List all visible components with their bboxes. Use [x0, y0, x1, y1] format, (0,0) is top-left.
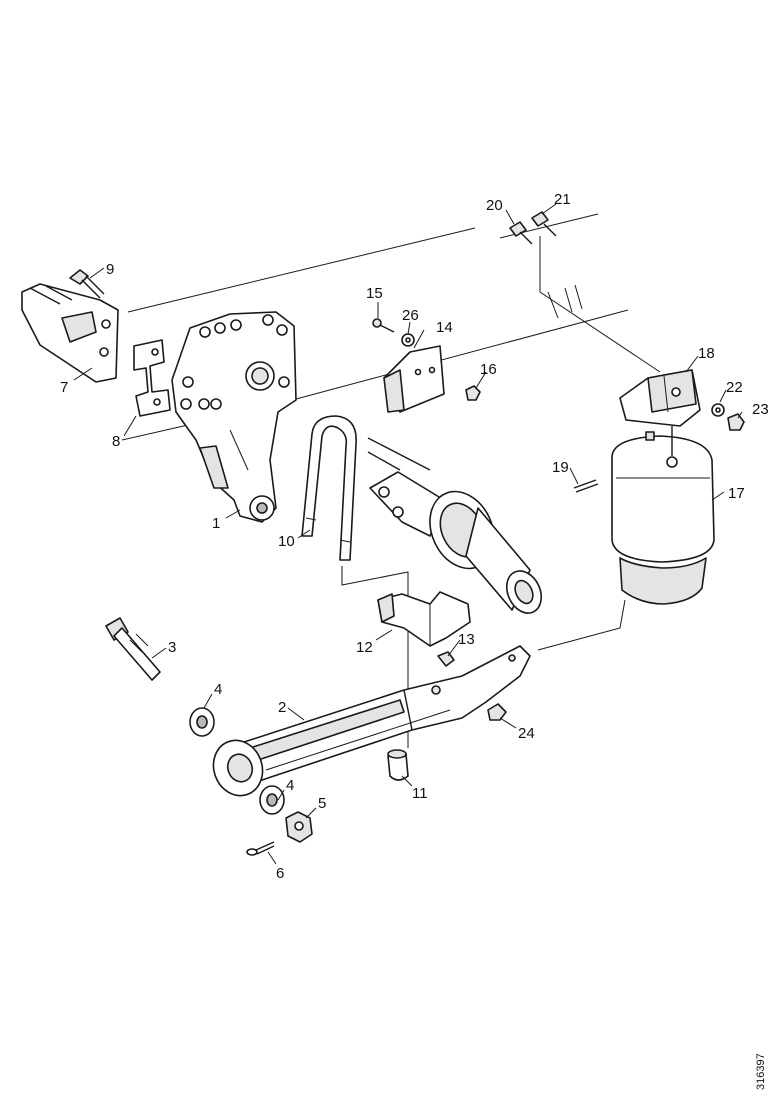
- air-spring-bellows: [611, 426, 715, 605]
- frame-bracket-plate: [21, 283, 119, 383]
- callout-24: 24: [518, 725, 535, 742]
- callout-2: 2: [278, 699, 286, 716]
- callout-8: 8: [112, 433, 120, 450]
- frame-rail-guide-lines: [121, 213, 661, 748]
- nut-16: [465, 385, 481, 401]
- stud-19: [573, 479, 599, 493]
- washer-22: [711, 403, 725, 417]
- callout-13: 13: [458, 631, 475, 648]
- callout-20: 20: [486, 197, 503, 214]
- callout-12: 12: [356, 639, 373, 656]
- callout-leader-lines: [73, 203, 743, 865]
- washer-26: [401, 333, 415, 347]
- bolt-9: [69, 269, 105, 299]
- callout-17: 17: [728, 485, 745, 502]
- u-bolt: [301, 415, 357, 561]
- callout-3: 3: [168, 639, 176, 656]
- callout-16: 16: [480, 361, 497, 378]
- drawing-reference-number: 316397: [755, 1053, 767, 1090]
- callout-1: 1: [212, 515, 220, 532]
- callout-5: 5: [318, 795, 326, 812]
- callout-11: 11: [412, 785, 428, 802]
- spacer-plate: [133, 339, 171, 417]
- bushing-lower: [259, 785, 285, 815]
- callout-21: 21: [554, 191, 571, 208]
- axle-spring-seat: [377, 591, 471, 647]
- spring-hanger-bracket: [171, 311, 297, 523]
- callout-7: 7: [60, 379, 68, 396]
- callout-4-lower: 4: [286, 777, 294, 794]
- callout-18: 18: [698, 345, 715, 362]
- callout-15: 15: [366, 285, 383, 302]
- pivot-bolt: [105, 617, 161, 681]
- cotter-pin: [246, 841, 275, 856]
- bump-stop: [387, 749, 409, 781]
- callout-26: 26: [402, 307, 419, 324]
- trailing-arm: [212, 645, 531, 797]
- bushing-upper: [189, 707, 215, 737]
- bolt-20: [509, 221, 533, 245]
- callout-6: 6: [276, 865, 284, 882]
- callout-10: 10: [278, 533, 295, 550]
- castle-nut: [285, 811, 313, 843]
- air-spring-bracket: [619, 369, 701, 427]
- callout-9: 9: [106, 261, 114, 278]
- bolt-15: [372, 318, 395, 333]
- callout-19: 19: [552, 459, 569, 476]
- callout-4-upper: 4: [214, 681, 222, 698]
- callout-22: 22: [726, 379, 743, 396]
- mounting-bracket: [383, 345, 445, 413]
- callout-labels: 1 2 3 4 4 5 6 7 8 9 10 11 12 13 14 15 16…: [60, 191, 769, 882]
- axle-housing: [367, 437, 543, 614]
- callout-23: 23: [752, 401, 769, 418]
- bolt-13: [437, 651, 455, 667]
- nut-24: [487, 703, 507, 721]
- nut-23: [727, 413, 745, 431]
- bolt-21: [531, 211, 557, 237]
- callout-14: 14: [436, 319, 453, 336]
